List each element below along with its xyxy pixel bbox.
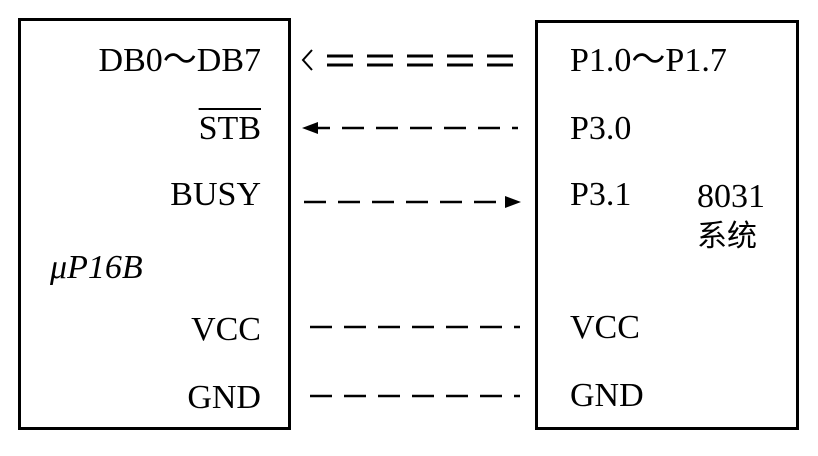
- right-block-name-line1: 8031: [697, 178, 765, 215]
- left-pin-gnd: GND: [187, 379, 261, 416]
- left-pin-vcc: VCC: [191, 311, 261, 348]
- right-pin-p3-1: P3.1: [570, 176, 632, 213]
- right-pin-p3-0: P3.0: [570, 110, 632, 147]
- left-pin-busy: BUSY: [170, 176, 261, 213]
- right-block-name-line2: 系统: [697, 219, 757, 254]
- right-block-8031-system: [535, 20, 799, 430]
- left-pin-db0-db7: DB0～DB7: [98, 42, 261, 79]
- bus-db-p1: [301, 49, 518, 71]
- wire-stb-p3-0: [302, 122, 518, 134]
- left-block-mp16b: [18, 18, 291, 430]
- left-block-name: μP16B: [50, 249, 143, 286]
- right-pin-gnd: GND: [570, 377, 644, 414]
- wire-busy-p3-1: [304, 196, 521, 208]
- right-pin-vcc: VCC: [570, 309, 640, 346]
- right-pin-p1-0-p1-7: P1.0～P1.7: [570, 42, 727, 79]
- left-pin-stb: STB: [198, 110, 261, 147]
